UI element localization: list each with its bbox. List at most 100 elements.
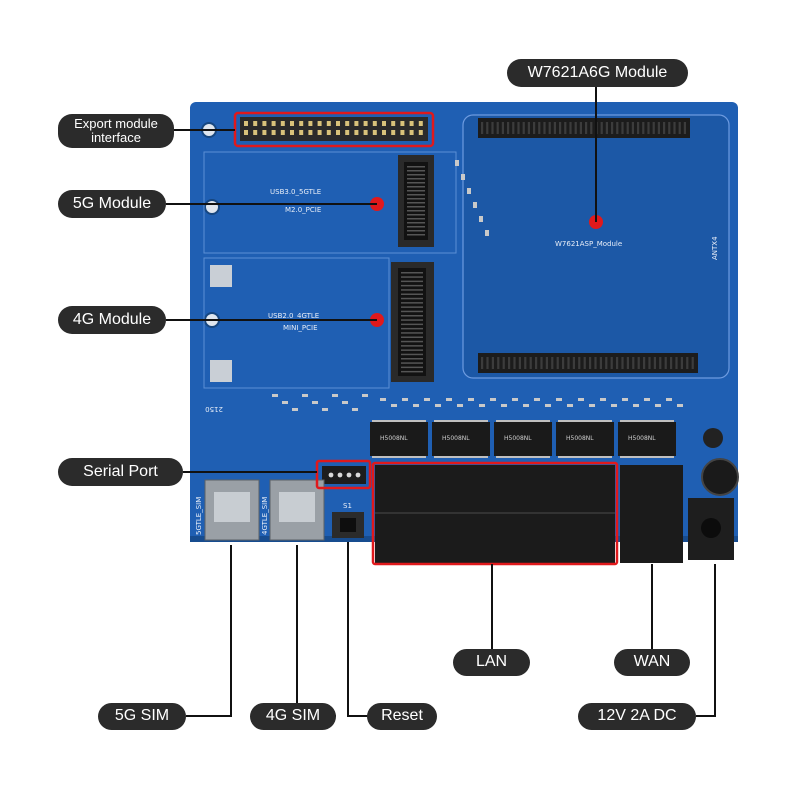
- export-header-pins: [244, 121, 423, 135]
- slot-pin: [401, 349, 423, 351]
- connector-pin: [524, 357, 527, 369]
- connector-pin: [512, 122, 515, 134]
- smd-part: [402, 398, 408, 401]
- header-pin: [308, 130, 313, 135]
- minipcie-slot-inner: [398, 268, 426, 376]
- label-5g-sim: 5G SIM: [98, 703, 186, 730]
- transformer-pins: [558, 456, 612, 458]
- leader-power: [696, 564, 716, 717]
- slot-pin: [401, 332, 423, 334]
- header-pin: [372, 130, 377, 135]
- smd-part: [461, 174, 465, 180]
- label-power-dc: 12V 2A DC: [578, 703, 696, 730]
- header-pin: [336, 130, 340, 135]
- magnetics-transformer: [432, 422, 490, 456]
- slot-pin: [407, 222, 425, 224]
- connector-pin: [579, 122, 582, 134]
- header-pin: [308, 121, 313, 126]
- connector-pin: [610, 357, 613, 369]
- connector-pin: [647, 122, 650, 134]
- label-w7621a6g-module: W7621A6G Module: [507, 59, 688, 87]
- slot-pin: [401, 284, 423, 287]
- smd-part: [435, 404, 441, 407]
- header-pin: [391, 121, 396, 126]
- leader-4g-sim: [296, 545, 336, 717]
- connector-pin: [572, 357, 575, 369]
- magnetics-label: H5008NL: [380, 435, 408, 442]
- smd-part: [342, 401, 348, 404]
- 5g-module-outline: [203, 151, 457, 254]
- inductor: [703, 428, 723, 448]
- smd-part: [644, 398, 650, 401]
- smd-part: [332, 394, 338, 397]
- slot-pin: [401, 358, 423, 360]
- connector-pin: [675, 357, 678, 369]
- silk-w7621asp-module: W7621ASP_Module: [555, 240, 622, 248]
- slot-pin: [401, 276, 423, 278]
- connector-pin: [691, 357, 694, 369]
- slot-pin: [401, 336, 423, 338]
- connector-pin: [486, 357, 489, 369]
- connector-pin: [605, 357, 608, 369]
- smd-part: [457, 404, 463, 407]
- smd-part: [424, 398, 430, 401]
- connector-pin: [481, 122, 484, 134]
- slot-pin: [407, 230, 425, 232]
- capacitor: [701, 458, 739, 496]
- slot-pin: [407, 206, 425, 208]
- connector-pin: [540, 357, 543, 369]
- mount-hole: [204, 199, 220, 215]
- slot-pin: [401, 323, 423, 326]
- slot-pin: [407, 226, 425, 228]
- smd-part: [380, 398, 386, 401]
- smd-part: [413, 404, 419, 407]
- smd-part: [312, 401, 318, 404]
- connector-pin: [637, 357, 640, 369]
- highlight-lan: [371, 461, 619, 566]
- header-pin: [382, 130, 386, 135]
- smd-part: [578, 398, 584, 401]
- header-pin: [299, 121, 304, 126]
- slot-pin: [401, 280, 423, 283]
- transformer-pins: [372, 456, 426, 458]
- connector-pin: [668, 122, 671, 134]
- serial-pin: [355, 472, 361, 478]
- connector-pin: [663, 122, 666, 134]
- header-pin: [280, 121, 285, 126]
- connector-pin: [678, 122, 681, 134]
- header-pin: [418, 130, 423, 135]
- slot-pin: [401, 306, 423, 308]
- header-pin: [326, 121, 331, 126]
- header-pin: [262, 121, 267, 126]
- sim-slot-5g-inner: [214, 492, 250, 522]
- magnetics-label: H5008NL: [628, 435, 656, 442]
- connector-pin: [502, 357, 505, 369]
- slot-pin: [407, 182, 425, 184]
- header-pin: [262, 130, 267, 135]
- dc-jack-hole: [701, 518, 721, 538]
- header-pin: [290, 121, 294, 126]
- smd-part: [282, 401, 288, 404]
- connector-pin: [578, 357, 581, 369]
- smd-part: [490, 398, 496, 401]
- header-pin: [363, 130, 368, 135]
- smd-part: [556, 398, 562, 401]
- silk-usb3-5gtle: USB3.0_5GTLE: [270, 188, 321, 196]
- connector-pin: [496, 122, 499, 134]
- header-pin: [280, 130, 285, 135]
- label-4g-module: 4G Module: [58, 306, 166, 334]
- connector-pin: [564, 122, 567, 134]
- connector-pin: [583, 357, 586, 369]
- serial-header: [322, 466, 366, 484]
- slot-pin: [407, 166, 425, 168]
- connector-pin: [643, 357, 646, 369]
- smd-part: [567, 404, 573, 407]
- silk-board-mark: 2150: [205, 405, 223, 413]
- smd-part: [479, 216, 483, 222]
- smd-part: [512, 398, 518, 401]
- slot-pin: [401, 310, 423, 313]
- header-pin: [418, 121, 423, 126]
- connector-pin: [680, 357, 683, 369]
